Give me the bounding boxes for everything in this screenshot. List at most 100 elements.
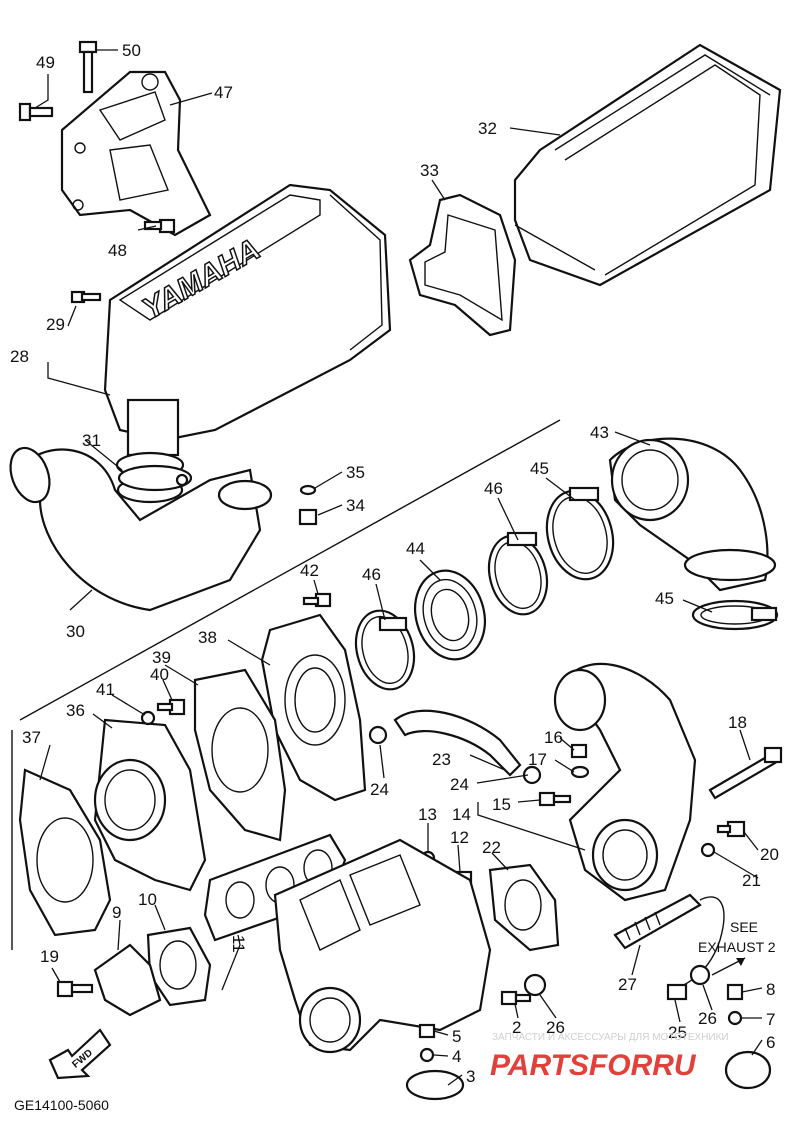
see-exhaust-note: SEE EXHAUST 2 xyxy=(698,919,776,976)
part-50-bolt xyxy=(78,40,98,94)
callout-19: 19 xyxy=(40,947,59,966)
callout-24-right: 24 xyxy=(450,775,469,794)
part-36-housing xyxy=(93,718,207,892)
callout-20: 20 xyxy=(760,845,779,864)
callout-43: 43 xyxy=(590,423,609,442)
callout-6: 6 xyxy=(766,1033,775,1052)
part-17-washer xyxy=(570,765,590,779)
callout-33: 33 xyxy=(420,161,439,180)
callout-25: 25 xyxy=(668,1023,687,1042)
part-29-bolt xyxy=(70,290,102,304)
callout-38: 38 xyxy=(198,628,217,647)
callout-45-lower: 45 xyxy=(655,589,674,608)
part-49-bolt xyxy=(18,102,54,122)
part-37-gasket xyxy=(18,768,112,937)
part-48-bolt xyxy=(143,218,176,234)
part-10-gasket xyxy=(146,926,212,1007)
callout-42: 42 xyxy=(300,561,319,580)
part-46-clamp-lower xyxy=(354,609,416,691)
callout-28: 28 xyxy=(10,347,29,366)
part-19-bolt xyxy=(56,980,94,998)
callout-32: 32 xyxy=(478,119,497,138)
callout-24-left: 24 xyxy=(370,780,389,799)
part-30-hose xyxy=(9,446,273,612)
part-35-washer xyxy=(299,484,317,496)
callout-12: 12 xyxy=(450,828,469,847)
callout-46-upper: 46 xyxy=(484,479,503,498)
callout-13: 13 xyxy=(418,805,437,824)
part-9-cap xyxy=(93,943,162,1017)
callout-44: 44 xyxy=(406,539,425,558)
callout-39: 39 xyxy=(152,648,171,667)
part-34-bolt xyxy=(298,508,318,526)
part-21-washer xyxy=(700,842,716,858)
part-38-plate xyxy=(260,613,367,802)
callout-30: 30 xyxy=(66,622,85,641)
arrow-head-icon xyxy=(736,958,745,966)
part-4-washer xyxy=(419,1047,435,1063)
part-40-bolt xyxy=(156,698,186,716)
part-2-bolt xyxy=(500,990,532,1006)
part-43-elbow xyxy=(608,437,777,592)
see-note-line1: SEE xyxy=(730,919,758,935)
part-5-bolt xyxy=(418,1023,436,1039)
watermark-brand: PARTSFORRU xyxy=(490,1049,697,1082)
part-46-clamp-upper xyxy=(487,531,549,616)
callout-5: 5 xyxy=(452,1027,461,1046)
part-26-clamp-center xyxy=(523,973,547,997)
part-47-bracket xyxy=(60,70,212,237)
callout-8: 8 xyxy=(766,980,775,999)
callout-35: 35 xyxy=(346,463,365,482)
part-7-washer xyxy=(727,1010,743,1026)
see-note-line2: EXHAUST 2 xyxy=(698,939,776,955)
callout-45-upper: 45 xyxy=(530,459,549,478)
callout-15: 15 xyxy=(492,795,511,814)
part-3-clamp xyxy=(405,1069,465,1101)
part-44-coupling xyxy=(414,569,486,661)
part-27-pipe xyxy=(613,893,725,991)
fwd-arrow: FWD xyxy=(48,1028,112,1080)
part-18-bolt xyxy=(708,746,783,800)
callout-18: 18 xyxy=(728,713,747,732)
part-22-gasket xyxy=(488,863,560,952)
part-25-hose xyxy=(666,983,688,1001)
callout-49: 49 xyxy=(36,53,55,72)
part-31-clamp xyxy=(117,464,193,492)
part-16-bolt xyxy=(570,743,588,759)
leader-lines xyxy=(34,49,763,1086)
callout-2: 2 xyxy=(512,1018,521,1037)
part-45-clamp-lower xyxy=(691,599,779,631)
callout-37: 37 xyxy=(22,728,41,747)
callout-4: 4 xyxy=(452,1047,461,1066)
part-6-clamp xyxy=(724,1050,772,1090)
part-23-hose xyxy=(393,709,522,777)
callout-29: 29 xyxy=(46,315,65,334)
callout-labels: 50 49 47 48 32 33 29 28 31 30 35 34 43 4… xyxy=(10,41,779,1086)
assembly-divider-lines xyxy=(11,419,561,950)
callout-23: 23 xyxy=(432,750,451,769)
part-26-clamp-right xyxy=(689,964,711,986)
watermark: ЗАПЧАСТИ И АКСЕССУАРЫ ДЛЯ МОТОТЕХНИКИ PA… xyxy=(490,1032,729,1082)
callout-21: 21 xyxy=(742,871,761,890)
callout-11: 11 xyxy=(229,935,248,953)
part-32-box xyxy=(513,43,782,287)
callout-34: 34 xyxy=(346,496,365,515)
callout-27: 27 xyxy=(618,975,637,994)
callout-10: 10 xyxy=(138,890,157,909)
callout-7: 7 xyxy=(766,1010,775,1029)
part-14-elbow xyxy=(553,662,697,902)
part-15-bolt xyxy=(538,791,572,807)
part-24-clamp-left xyxy=(368,725,388,745)
callout-16: 16 xyxy=(544,728,563,747)
callout-31: 31 xyxy=(82,431,101,450)
callout-26-right: 26 xyxy=(698,1009,717,1028)
exhaust-manifold xyxy=(273,838,492,1054)
part-33-gasket xyxy=(408,193,517,337)
callout-3: 3 xyxy=(466,1067,475,1086)
callout-22: 22 xyxy=(482,838,501,857)
callout-26-center: 26 xyxy=(546,1018,565,1037)
part-8-bolt xyxy=(726,983,744,1001)
part-20-bolt xyxy=(716,820,746,838)
callout-17: 17 xyxy=(528,750,547,769)
callout-48: 48 xyxy=(108,241,127,260)
